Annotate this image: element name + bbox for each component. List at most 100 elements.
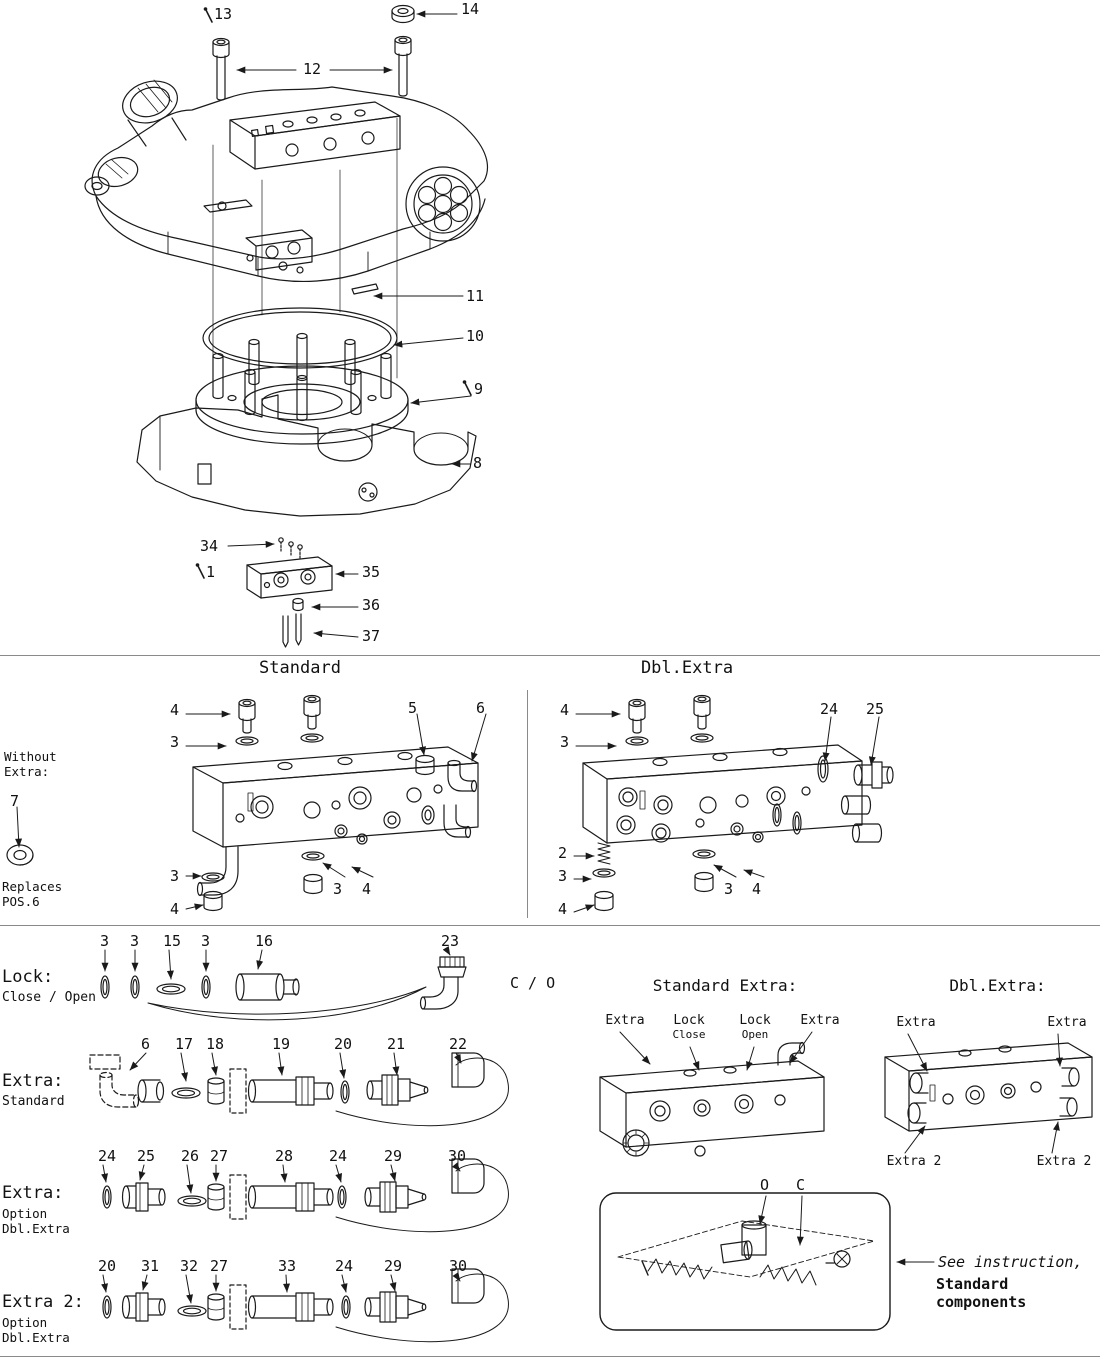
port-label-lock-open: Lock Open (732, 1013, 778, 1041)
callout-3: 3 (201, 932, 211, 950)
extra2-option-label: Extra 2: (2, 1292, 84, 1312)
instruction-box-drawing (599, 1192, 891, 1331)
without-extra-label-line2: Extra: (4, 764, 50, 779)
see-instruction-note: See instruction, (938, 1253, 1083, 1271)
replaces-note-line2: POS.6 (2, 894, 40, 909)
callout-12: 12 (303, 60, 322, 78)
plug-part-7 (6, 844, 34, 866)
callout-27: 27 (210, 1257, 229, 1275)
lock-row-sublabel: Close / Open (2, 990, 96, 1005)
callout-22: 22 (449, 1035, 468, 1053)
port-label-line1: Lock (673, 1013, 705, 1028)
callout-36: 36 (362, 596, 381, 614)
callout-32: 32 (180, 1257, 199, 1275)
extra-standard-sublabel: Standard (2, 1094, 65, 1109)
port-label-lock-close: Lock Close (666, 1013, 712, 1041)
lock-row-parts (100, 956, 467, 1021)
dbl-extra-valve-assembly (582, 694, 894, 912)
right-flange-coupler (405, 166, 481, 242)
replaces-note-line1: Replaces (2, 879, 63, 894)
middle-variants-drawing (6, 694, 894, 913)
extra2-option-row-parts (102, 1268, 509, 1343)
callout-28: 28 (275, 1147, 294, 1165)
dbl-extra-title: Dbl.Extra (640, 658, 734, 678)
callout-8: 8 (473, 454, 483, 472)
top-leader-lines (227, 10, 472, 638)
callout-14: 14 (461, 0, 480, 18)
standard-components-note: Standard components (936, 1275, 1027, 1311)
shim-part-11 (351, 283, 379, 295)
callout-13: 13 (214, 5, 233, 23)
port-label-extra: Extra (797, 1013, 843, 1028)
bottom-border (0, 1356, 1100, 1357)
lock-row-label: Lock: (2, 967, 54, 987)
callout-24: 24 (335, 1257, 354, 1275)
callout-2: 2 (558, 844, 568, 862)
callout-30: 30 (448, 1147, 467, 1165)
callout-3: 3 (724, 880, 734, 898)
mount-bolts (212, 4, 415, 101)
without-extra-label-line1: Without (4, 749, 57, 764)
callout-4: 4 (170, 900, 180, 918)
callout-1: 1 (206, 563, 216, 581)
port-label-line2: Open (741, 1028, 769, 1041)
extra-option-sublabel1: Option (2, 1206, 48, 1221)
callout-4: 4 (170, 701, 180, 719)
callout-31: 31 (141, 1257, 160, 1275)
callout-30: 30 (449, 1257, 468, 1275)
extra2-option-sublabel2: Dbl.Extra (2, 1330, 70, 1345)
callout-25: 25 (137, 1147, 156, 1165)
port-label-extra-2: Extra 2 (886, 1154, 942, 1169)
extra-standard-row-parts (89, 1052, 509, 1127)
callout-34: 34 (200, 537, 219, 555)
callout-3: 3 (130, 932, 140, 950)
callout-4: 4 (560, 701, 570, 719)
callout-24: 24 (329, 1147, 348, 1165)
extra-option-sublabel2: Dbl.Extra (2, 1221, 70, 1236)
callout-29: 29 (384, 1147, 403, 1165)
callout-3: 3 (560, 733, 570, 751)
callout-3: 3 (100, 932, 110, 950)
standard-extra-title: Standard Extra: (652, 976, 798, 995)
callout-37: 37 (362, 627, 381, 645)
callout-24: 24 (820, 700, 839, 718)
callout-4: 4 (362, 880, 372, 898)
callout-3: 3 (333, 880, 343, 898)
projection-lines (212, 117, 398, 379)
port-label-line2: Close (672, 1028, 706, 1041)
main-housing-casting (84, 79, 489, 283)
callout-15: 15 (163, 932, 182, 950)
variant-divider (527, 690, 528, 918)
pilot-valve-block-35 (246, 537, 333, 648)
callout-27: 27 (210, 1147, 229, 1165)
close-label: C (796, 1176, 806, 1194)
callout-23: 23 (441, 932, 460, 950)
lower-housing-8 (136, 394, 477, 517)
port-label-line1: Extra (800, 1013, 840, 1028)
callout-4: 4 (558, 900, 568, 918)
port-label-line1: Lock (739, 1013, 771, 1028)
mid-small-parts (203, 199, 313, 274)
callout-7: 7 (10, 792, 20, 810)
port-label-extra-2: Extra 2 (1036, 1154, 1092, 1169)
callout-35: 35 (362, 563, 381, 581)
section-divider (0, 655, 1100, 656)
callout-18: 18 (206, 1035, 225, 1053)
stud-plate-9 (195, 332, 409, 445)
callout-33: 33 (278, 1257, 297, 1275)
callout-16: 16 (255, 932, 274, 950)
dbl-extra-assembly-drawing (884, 1042, 1093, 1132)
callout-3: 3 (170, 867, 180, 885)
callout-3: 3 (170, 733, 180, 751)
extra-option-row-parts (102, 1158, 509, 1233)
callout-3: 3 (558, 867, 568, 885)
callout-9: 9 (474, 380, 484, 398)
exploded-view-drawing (84, 4, 489, 648)
callout-17: 17 (175, 1035, 194, 1053)
callout-20: 20 (98, 1257, 117, 1275)
callout-29: 29 (384, 1257, 403, 1275)
callout-6: 6 (141, 1035, 151, 1053)
port-label-extra: Extra (896, 1015, 936, 1030)
standard-valve-assembly (192, 694, 479, 912)
